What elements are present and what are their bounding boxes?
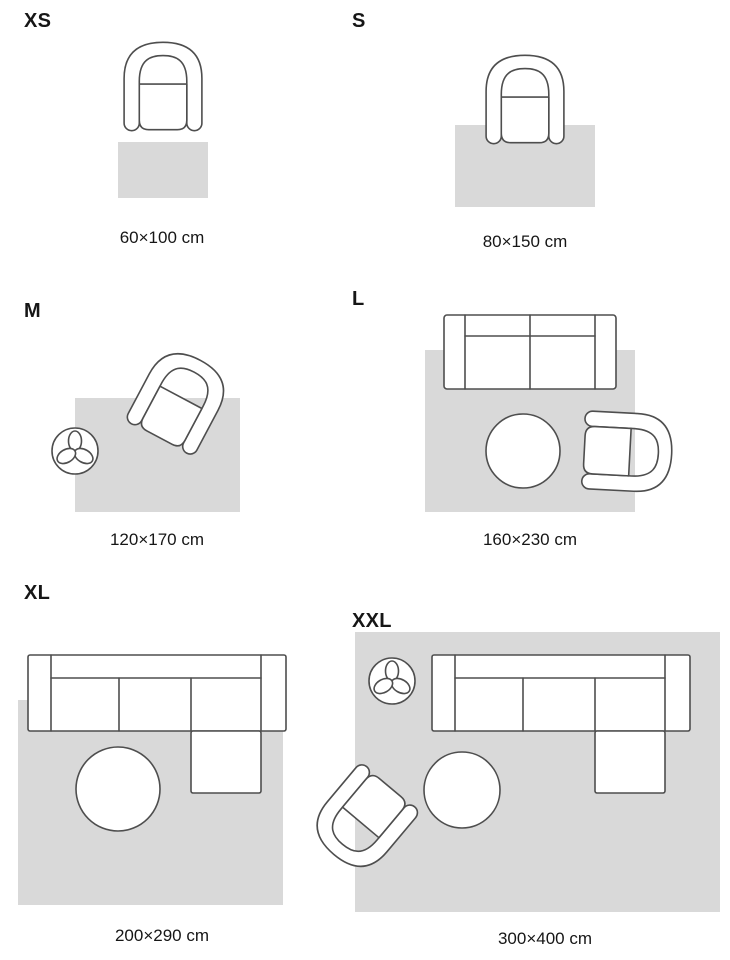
dimension-label-xs: 60×100 cm — [119, 228, 205, 247]
dimension-label-m: 120×170 cm — [109, 530, 205, 549]
panel-l-scene — [425, 314, 675, 512]
dimension-label-l: 160×230 cm — [482, 530, 578, 549]
panel-m-scene — [51, 341, 240, 512]
panel-xxl-scene — [303, 632, 720, 912]
rug-xs — [118, 142, 208, 198]
size-label-xs: XS — [24, 10, 52, 32]
armchair-icon — [123, 41, 203, 132]
dimension-label-s: 80×150 cm — [482, 232, 568, 251]
coffee-table-icon — [75, 746, 161, 832]
coffee-table-icon — [423, 751, 501, 829]
armchair-icon — [485, 54, 565, 145]
size-label-xl: XL — [24, 582, 51, 604]
plant-icon — [368, 657, 416, 705]
sofa-icon — [443, 314, 617, 390]
size-label-s: S — [352, 10, 366, 32]
panel-xl-scene — [18, 654, 287, 905]
size-label-xxl: XXL — [352, 610, 392, 632]
dimension-label-xl: 200×290 cm — [114, 926, 210, 945]
size-label-m: M — [24, 300, 41, 322]
panel-s-scene — [455, 54, 595, 207]
size-label-l: L — [352, 288, 365, 310]
panel-xs-scene — [118, 41, 208, 198]
plant-icon — [51, 427, 99, 475]
armchair-icon — [580, 410, 675, 494]
coffee-table-icon — [485, 413, 561, 489]
dimension-label-xxl: 300×400 cm — [497, 929, 593, 948]
